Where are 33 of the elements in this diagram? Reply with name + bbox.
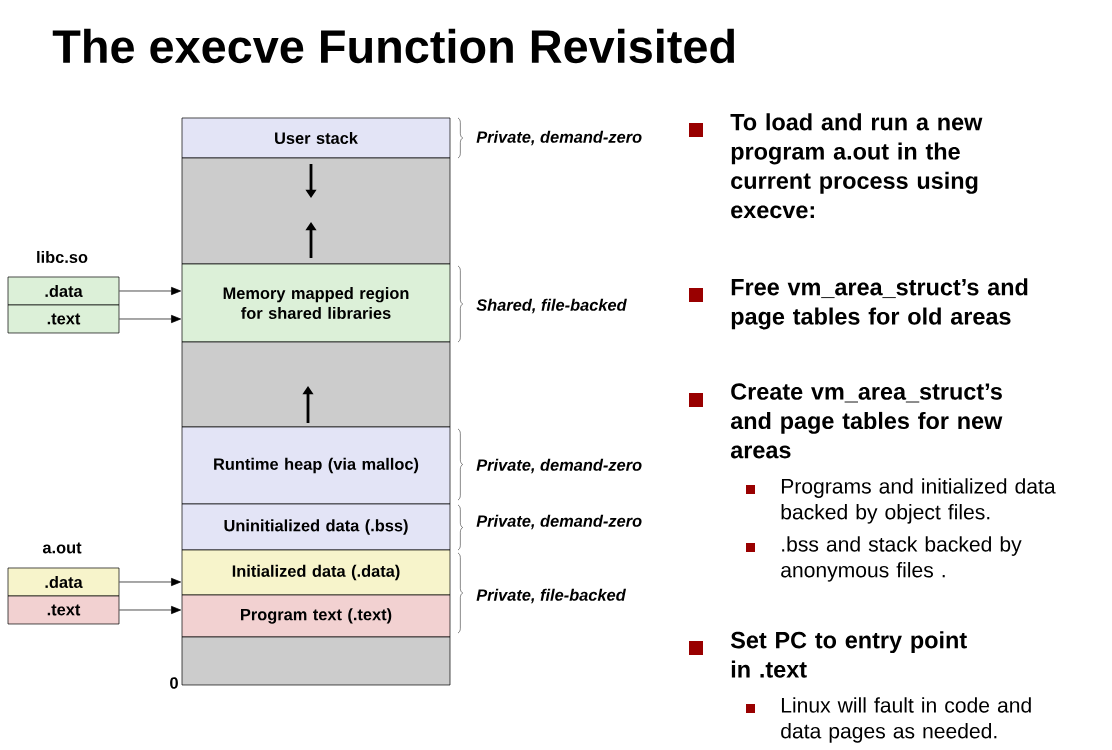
bullet-text: To load and run a new program a.out in the current process using execve: bbox=[730, 113, 983, 219]
region-note: Shared, file-backed bbox=[476, 298, 627, 314]
bullet-text: Linux will fault in code and data pages as needed. bbox=[781, 697, 1031, 743]
address-label: 0 bbox=[170, 677, 178, 689]
file-name: libc.so bbox=[37, 250, 88, 263]
region-note: Private, demand-zero bbox=[476, 514, 642, 530]
section-box: .text bbox=[7, 595, 120, 625]
bullet-text: Programs and initialized data backed by object files. bbox=[781, 478, 1056, 524]
unused-region bbox=[181, 157, 451, 265]
arrow bbox=[119, 577, 182, 586]
section-box: .text bbox=[7, 304, 120, 334]
title: The execve Function Revisited bbox=[52, 28, 734, 64]
section-box: .data bbox=[7, 276, 120, 306]
bullet-text: Free vm_area_struct’s and page tables for old areas bbox=[731, 278, 1028, 330]
bullet-text: .bss and stack backed by anonymous files . bbox=[781, 536, 1022, 582]
arrow bbox=[119, 314, 182, 324]
memory-region: User stack bbox=[181, 117, 451, 159]
memory-region: Uninitialized data (.bss) bbox=[181, 503, 451, 551]
memory-region: Program text (.text) bbox=[181, 594, 451, 638]
unused-region bbox=[181, 636, 451, 686]
memory-region: Memory mapped region for shared libraries bbox=[181, 263, 451, 343]
arrow bbox=[119, 286, 182, 296]
file-name: a.out bbox=[42, 542, 82, 554]
memory-region: Initialized data (.data) bbox=[181, 549, 451, 596]
bullet-text: Create vm_area_struct’s and page tables for new areas bbox=[730, 383, 1003, 459]
bullet-text: Set PC to entry point in .text bbox=[730, 631, 967, 678]
region-note: Private, demand-zero bbox=[476, 130, 642, 146]
unused-region bbox=[181, 341, 451, 428]
memory-region: Runtime heap (via malloc) bbox=[181, 426, 451, 505]
section-box: .data bbox=[7, 567, 120, 597]
region-note: Private, demand-zero bbox=[476, 458, 642, 474]
arrow bbox=[119, 605, 182, 614]
region-note: Private, file-backed bbox=[476, 588, 626, 604]
